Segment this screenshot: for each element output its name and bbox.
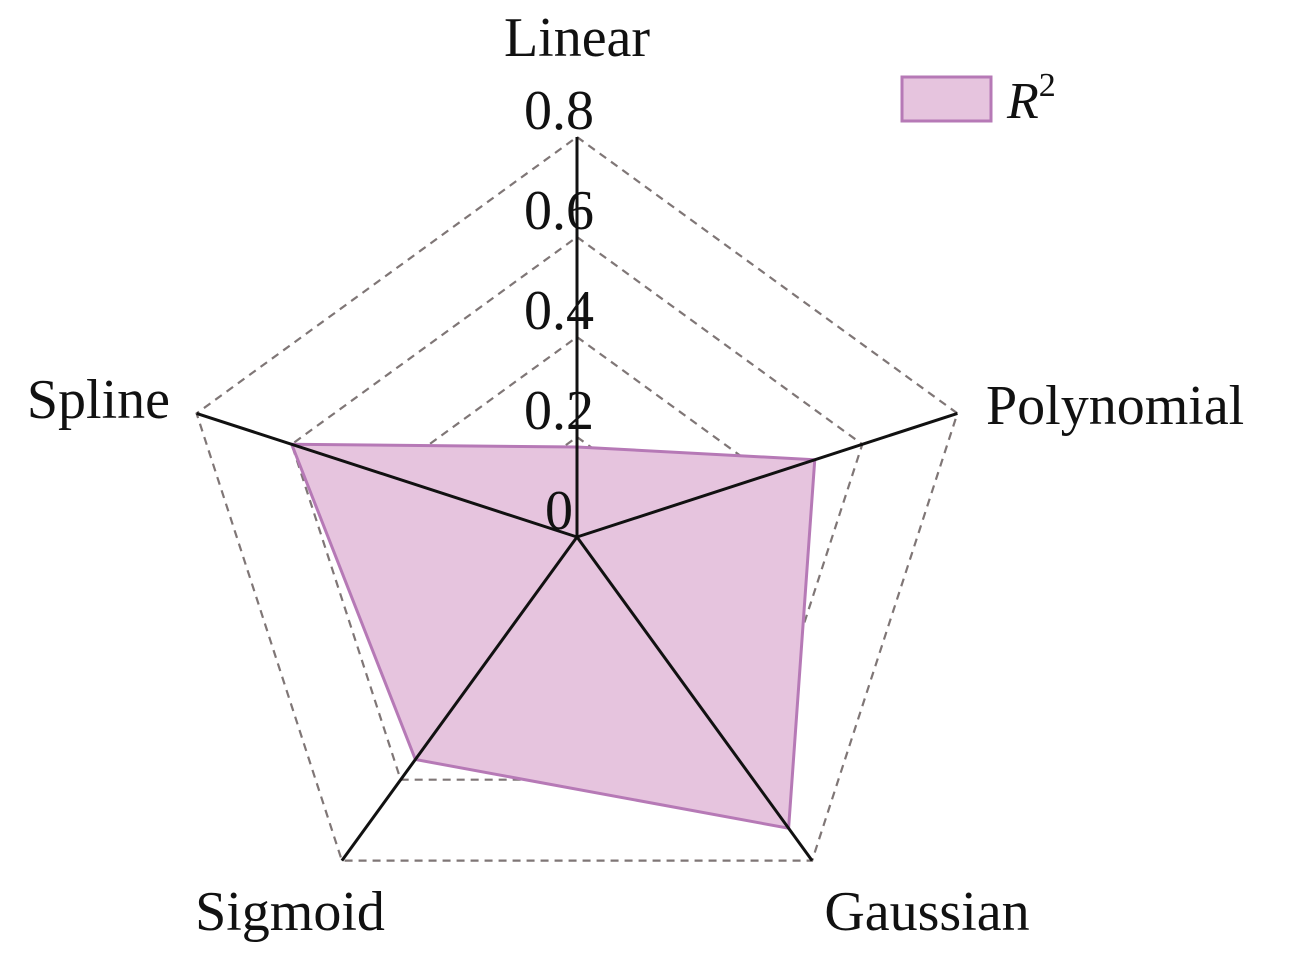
axis-label-spline: Spline bbox=[27, 369, 170, 431]
axis-label-layer: Linear Polynomial Gaussian Sigmoid Splin… bbox=[27, 7, 1244, 943]
axis-spoke-sigmoid bbox=[340, 536, 579, 862]
spoke-layer bbox=[196, 137, 958, 862]
tick-label-layer: 0 0.2 0.4 0.6 0.8 bbox=[524, 80, 594, 542]
axis-label-polynomial: Polynomial bbox=[986, 375, 1244, 437]
tick-label-0-2: 0.2 bbox=[524, 380, 594, 442]
legend-series-superscript: 2 bbox=[1039, 67, 1056, 104]
legend: R2 bbox=[900, 67, 1056, 130]
legend-label: R2 bbox=[1006, 67, 1056, 130]
axis-label-linear: Linear bbox=[504, 7, 650, 69]
tick-label-0-6: 0.6 bbox=[524, 180, 594, 242]
legend-series-name: R bbox=[1006, 73, 1039, 130]
series-area-0 bbox=[289, 442, 817, 831]
axis-spoke-gaussian bbox=[575, 536, 814, 862]
series-layer bbox=[289, 442, 817, 831]
tick-label-0: 0 bbox=[545, 480, 573, 542]
tick-label-0-8: 0.8 bbox=[524, 80, 594, 142]
axis-spoke-polynomial bbox=[576, 411, 958, 539]
legend-swatch bbox=[900, 75, 993, 123]
axis-label-gaussian: Gaussian bbox=[824, 881, 1029, 943]
tick-label-0-4: 0.4 bbox=[524, 280, 594, 342]
axis-spoke-spline bbox=[196, 411, 578, 539]
axis-label-sigmoid: Sigmoid bbox=[195, 881, 385, 943]
